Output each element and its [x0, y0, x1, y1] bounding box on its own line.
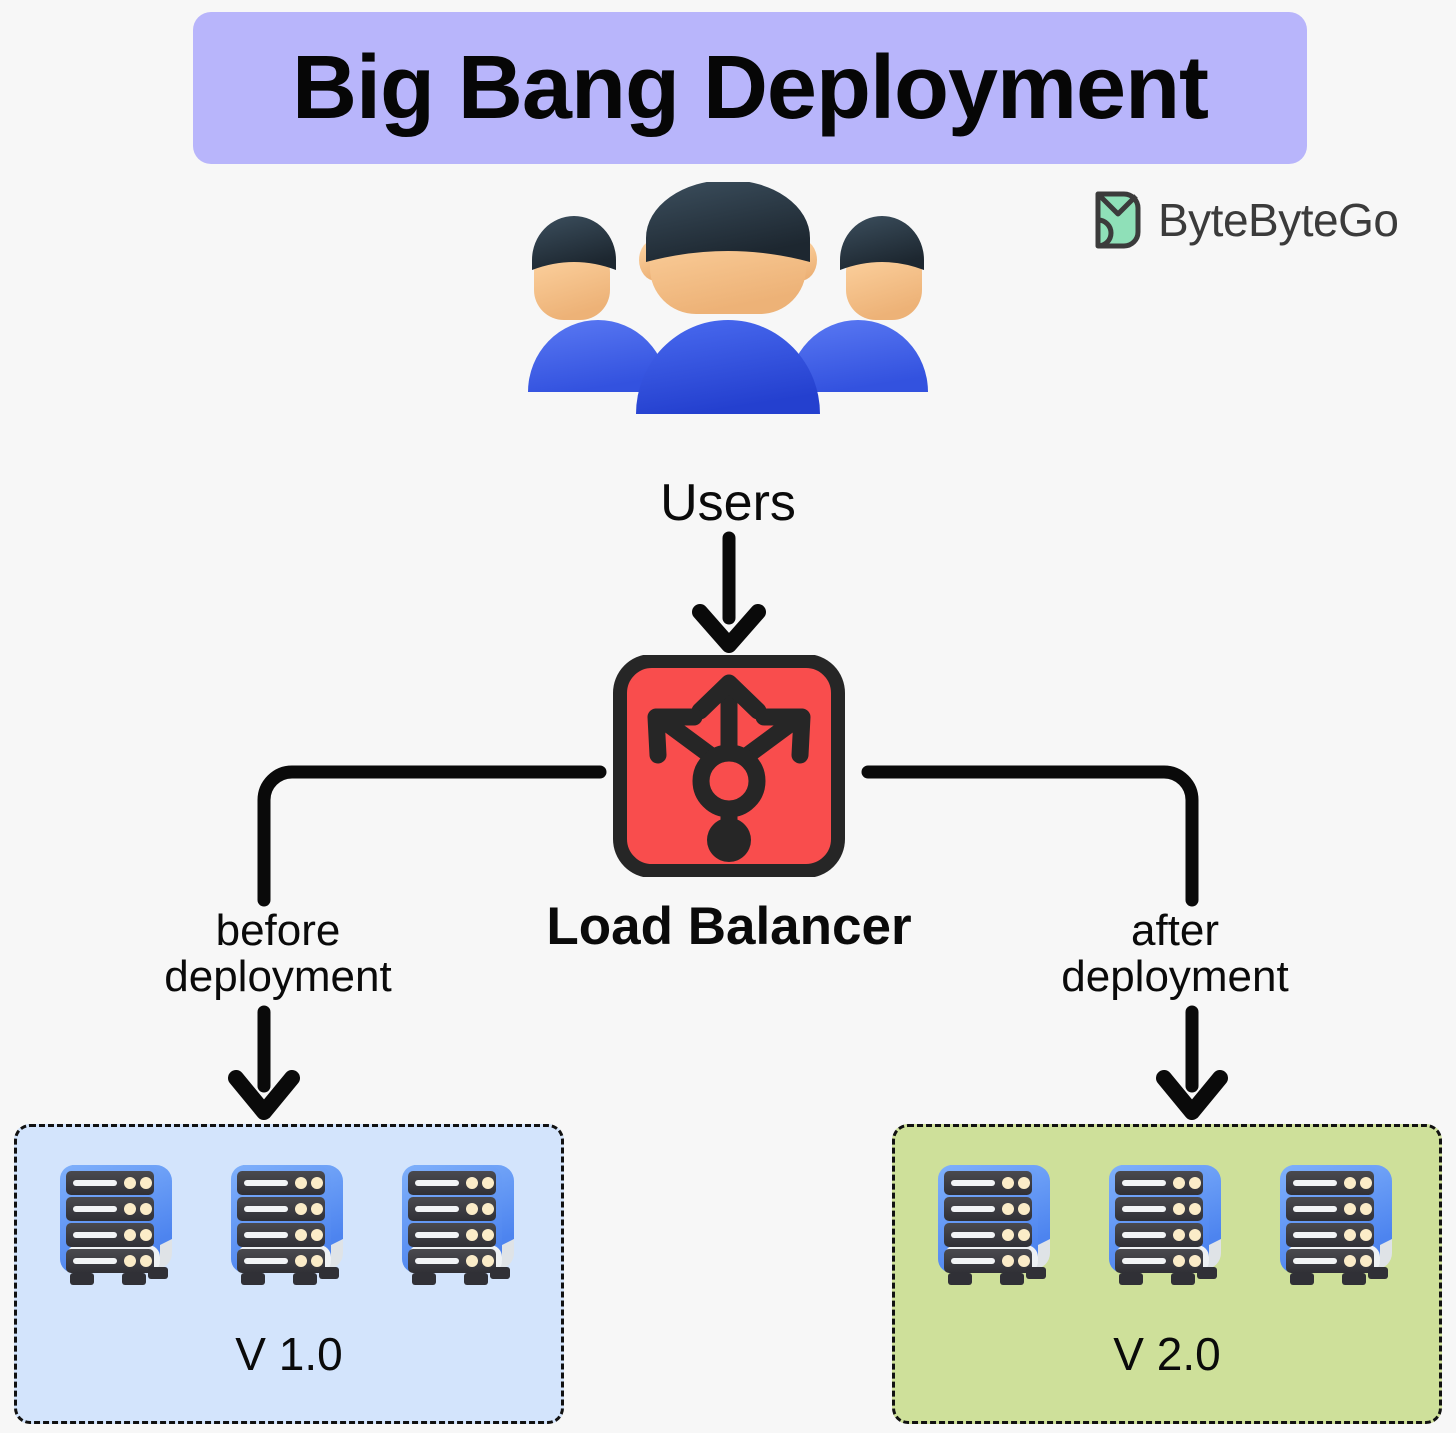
users-label: Users	[660, 474, 796, 532]
edge-label-before-deployment: before deployment	[164, 906, 392, 1002]
version-label-v2: V 2.0	[1113, 1328, 1221, 1380]
bytebytego-logo: ByteByteGo	[1092, 190, 1399, 250]
title-banner: Big Bang Deployment	[193, 12, 1307, 164]
server-rack-icon	[938, 1165, 1050, 1285]
server-rack-icon	[60, 1165, 172, 1285]
environment-box-v1: V 1.0	[14, 1124, 564, 1424]
version-label-v1: V 1.0	[235, 1328, 343, 1380]
server-rack-icon	[402, 1165, 514, 1285]
load-balancer-label: Load Balancer	[546, 897, 912, 956]
edge-label-after-deployment: after deployment	[1061, 906, 1289, 1002]
server-row-v2	[895, 1149, 1439, 1299]
server-rack-icon	[231, 1165, 343, 1285]
bytebytego-logo-text: ByteByteGo	[1158, 194, 1399, 246]
users-group-icon	[498, 182, 958, 472]
server-row-v1	[17, 1149, 561, 1299]
environment-box-v2: V 2.0	[892, 1124, 1442, 1424]
load-balancer-icon	[612, 655, 846, 877]
page-title: Big Bang Deployment	[291, 38, 1209, 138]
server-rack-icon	[1280, 1165, 1392, 1285]
server-rack-icon	[1109, 1165, 1221, 1285]
bytebytego-logo-icon	[1092, 190, 1144, 250]
